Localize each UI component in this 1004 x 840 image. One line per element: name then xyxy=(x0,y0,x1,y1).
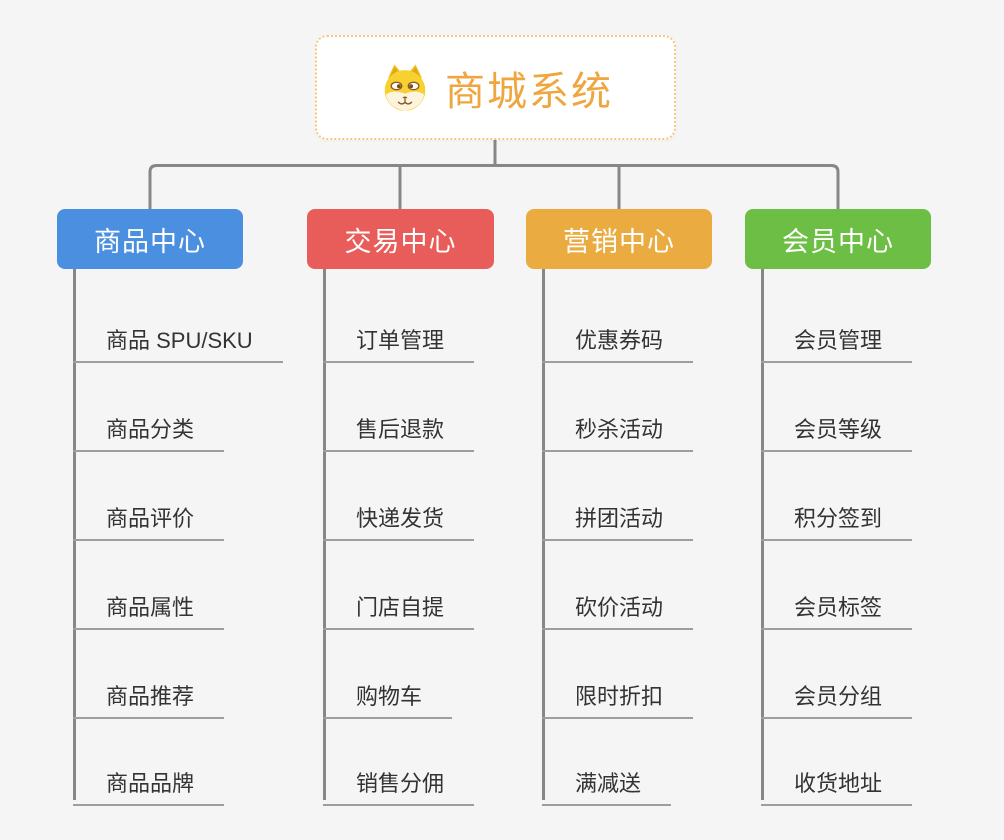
branch-item[interactable]: 限时折扣 xyxy=(542,663,694,719)
branch-item[interactable]: 满减送 xyxy=(542,750,672,806)
branch-item[interactable]: 商品 SPU/SKU xyxy=(73,307,283,363)
branch-item[interactable]: 订单管理 xyxy=(323,307,475,363)
branch-item[interactable]: 收货地址 xyxy=(761,750,913,806)
branch-item[interactable]: 积分签到 xyxy=(761,485,913,541)
branch-trunk-line xyxy=(542,269,545,800)
branch-item[interactable]: 会员管理 xyxy=(761,307,913,363)
branch-item[interactable]: 购物车 xyxy=(323,663,453,719)
branch-item[interactable]: 拼团活动 xyxy=(542,485,694,541)
branch-label: 交易中心 xyxy=(344,226,457,257)
branch-item[interactable]: 会员标签 xyxy=(761,574,913,630)
branch-item[interactable]: 商品推荐 xyxy=(73,663,225,719)
dog-face-icon xyxy=(378,62,432,114)
branch-item[interactable]: 砍价活动 xyxy=(542,574,694,630)
branch-label: 会员中心 xyxy=(782,226,894,257)
branch-item[interactable]: 销售分佣 xyxy=(323,750,475,806)
root-node[interactable]: 商城系统 xyxy=(315,35,676,140)
branch-item[interactable]: 会员分组 xyxy=(761,663,913,719)
branch-item[interactable]: 会员等级 xyxy=(761,396,913,452)
branch-trunk-line xyxy=(73,269,76,800)
branch-item[interactable]: 商品属性 xyxy=(73,574,225,630)
branch-label: 营销中心 xyxy=(563,226,675,257)
root-title: 商城系统 xyxy=(445,69,613,114)
branch-header-4[interactable]: 会员中心 xyxy=(745,209,931,269)
branch-header-2[interactable]: 交易中心 xyxy=(307,209,494,269)
branch-item[interactable]: 商品品牌 xyxy=(73,750,225,806)
branch-trunk-line xyxy=(323,269,326,800)
branch-item[interactable]: 门店自提 xyxy=(323,574,475,630)
branch-trunk-line xyxy=(761,269,764,800)
branch-item[interactable]: 秒杀活动 xyxy=(542,396,694,452)
branch-item[interactable]: 商品分类 xyxy=(73,396,225,452)
branch-header-1[interactable]: 商品中心 xyxy=(57,209,243,269)
branch-item[interactable]: 优惠券码 xyxy=(542,307,694,363)
branch-header-3[interactable]: 营销中心 xyxy=(526,209,712,269)
branch-label: 商品中心 xyxy=(94,226,206,257)
branch-item[interactable]: 商品评价 xyxy=(73,485,225,541)
branch-item[interactable]: 快递发货 xyxy=(323,485,475,541)
branch-item[interactable]: 售后退款 xyxy=(323,396,475,452)
